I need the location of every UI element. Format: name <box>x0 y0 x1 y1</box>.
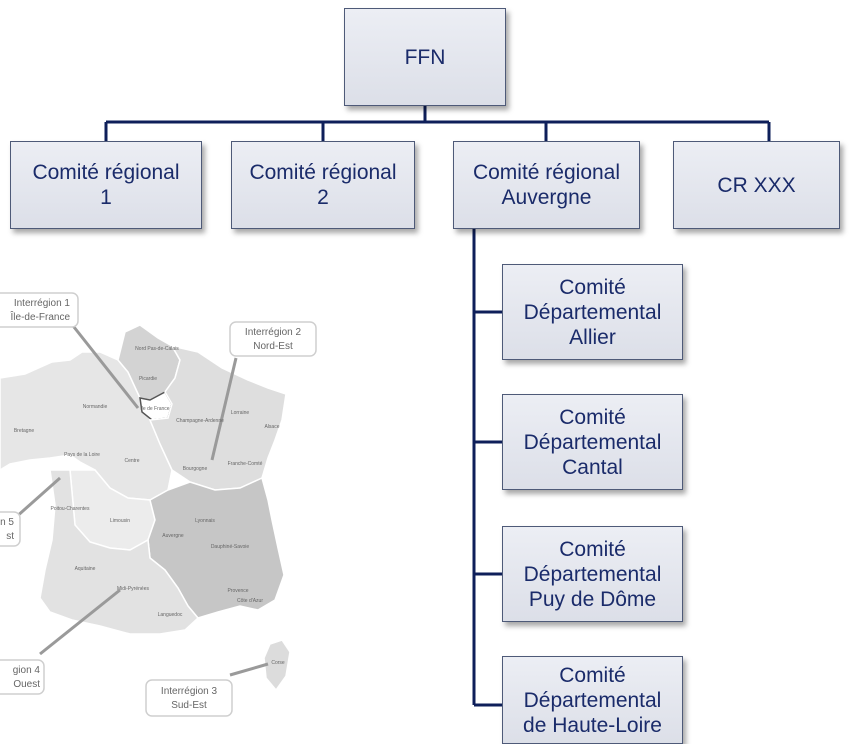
callout-line: gion 4 <box>13 665 41 676</box>
callout-line: st <box>6 531 14 542</box>
ffn-node: FFN <box>344 8 506 106</box>
map-region-south-west <box>39 469 200 635</box>
map-label: Nord Pas-de-Calais <box>135 346 179 352</box>
map-label: Normandie <box>83 404 108 410</box>
map-label: Languedoc <box>158 612 183 618</box>
map-label: Franche-Comté <box>228 461 263 467</box>
departmental-committee-allier: Comité Départemental Allier <box>502 264 683 360</box>
callout-interregion-1: Interrégion 1 Île-de-France <box>0 292 79 328</box>
map-label: Alsace <box>264 424 279 430</box>
map-label: Picardie <box>139 376 157 382</box>
map-label: Poitou-Charentes <box>51 506 90 512</box>
regional-committee-label: Comité régional Auvergne <box>472 161 621 209</box>
callout-line: Île-de-France <box>10 310 71 323</box>
map-region-west <box>0 351 173 501</box>
departmental-committee-cantal: Comité Départemental Cantal <box>502 394 683 490</box>
regional-committee-label: CR XXX <box>717 173 796 197</box>
map-label: Bretagne <box>14 428 35 434</box>
regional-committee-xxx: CR XXX <box>673 141 840 229</box>
callout-line: Ouest <box>13 679 40 690</box>
regional-committee-label: Comité régional 1 <box>32 161 180 209</box>
map-label: Provence <box>227 588 248 594</box>
departmental-committee-label: Comité Départemental de Haute-Loire <box>523 663 662 737</box>
callout-interregion-3: Interrégion 3 Sud-Est <box>145 679 233 717</box>
regional-committee-1: Comité régional 1 <box>10 141 202 229</box>
callout-interregion-5: on 5 st <box>0 511 21 547</box>
map-label: Midi-Pyrénées <box>117 586 149 592</box>
callout-line: Interrégion 2 <box>245 327 302 338</box>
departmental-committee-label: Comité Départemental Allier <box>523 275 662 349</box>
map-label: Auvergne <box>162 533 184 539</box>
callout-line: Interrégion 3 <box>161 686 218 697</box>
callout-line: Sud-Est <box>171 700 207 711</box>
map-label: Limousin <box>110 518 130 524</box>
departmental-committee-label: Comité Départemental Cantal <box>523 405 662 479</box>
map-region-corsica <box>263 639 291 692</box>
map-label: Pays de la Loire <box>64 452 100 458</box>
departmental-committee-haute-loire: Comité Départemental de Haute-Loire <box>502 656 683 744</box>
callout-line: Interrégion 1 <box>14 298 71 309</box>
map-label: Lyonnais <box>195 518 215 524</box>
departmental-committee-puy-de-dome: Comité Départemental Puy de Dôme <box>502 526 683 622</box>
regional-committee-label: Comité régional 2 <box>249 161 397 209</box>
map-label: Côte d'Azur <box>237 598 263 604</box>
map-label: Dauphiné-Savoie <box>211 544 250 550</box>
map-label: Champagne-Ardenne <box>176 418 224 424</box>
callout-line: on 5 <box>0 517 14 528</box>
ffn-label: FFN <box>404 45 446 69</box>
map-label: Corse <box>271 660 285 666</box>
callout-interregion-4: gion 4 Ouest <box>0 659 45 695</box>
france-interregion-map: Nord Pas-de-Calais Picardie Normandie Îl… <box>0 292 317 717</box>
regional-committee-2: Comité régional 2 <box>231 141 415 229</box>
map-label: Centre <box>124 458 139 464</box>
map-label: Lorraine <box>231 410 250 416</box>
callout-line: Nord-Est <box>253 341 293 352</box>
regional-committee-auvergne: Comité régional Auvergne <box>453 141 640 229</box>
departmental-committee-label: Comité Départemental Puy de Dôme <box>523 537 662 611</box>
map-label: Île de France <box>139 405 169 412</box>
map-label: Bourgogne <box>183 466 208 472</box>
map-label: Aquitaine <box>75 566 96 572</box>
callout-interregion-2: Interrégion 2 Nord-Est <box>229 321 317 357</box>
